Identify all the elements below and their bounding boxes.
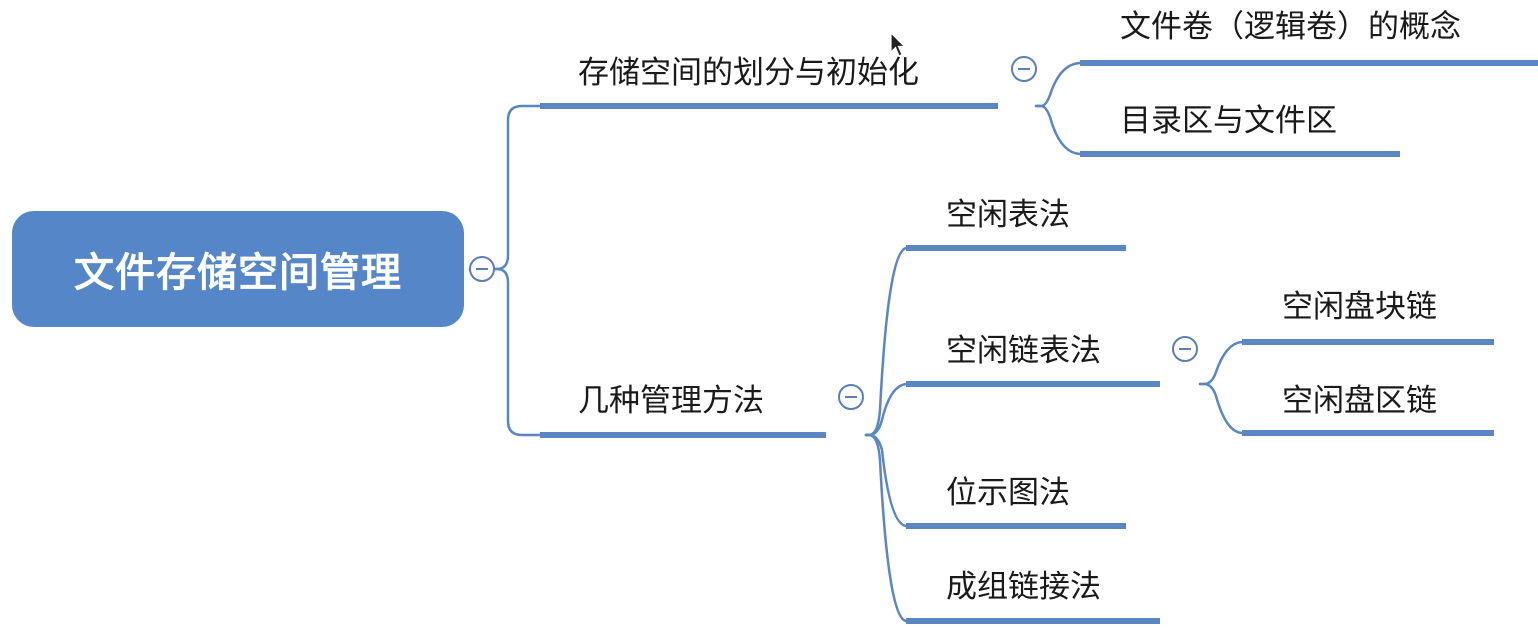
node-free-block-chain-underline — [1242, 339, 1494, 345]
root-node[interactable]: 文件存储空间管理 — [12, 211, 464, 327]
node-dir-file-area-label[interactable]: 目录区与文件区 — [1120, 103, 1337, 139]
node-group-link-underline — [906, 618, 1160, 624]
node-bitmap-label[interactable]: 位示图法 — [946, 475, 1070, 511]
connector-root-to-methods — [468, 267, 542, 437]
root-label: 文件存储空间管理 — [74, 250, 402, 296]
collapse-partition-icon[interactable] — [1011, 56, 1037, 82]
node-volume-label[interactable]: 文件卷（逻辑卷）的概念 — [1120, 9, 1461, 45]
node-dir-file-area-underline — [1080, 151, 1400, 157]
connector-methods-to-group — [864, 433, 908, 623]
mouse-cursor-icon — [890, 32, 906, 57]
collapse-root-icon[interactable] — [469, 256, 495, 282]
node-free-area-chain-underline — [1242, 430, 1494, 436]
node-group-link-label[interactable]: 成组链接法 — [946, 569, 1101, 605]
connector-root-to-partition — [468, 104, 542, 271]
collapse-methods-icon[interactable] — [838, 384, 864, 410]
node-free-list-underline — [906, 381, 1160, 387]
node-free-block-chain-label[interactable]: 空闲盘块链 — [1282, 289, 1437, 325]
node-volume-underline — [1080, 60, 1538, 66]
connector-list-to-areachain — [1198, 382, 1244, 435]
connector-methods-to-bitmap — [864, 433, 908, 528]
branch-methods-label[interactable]: 几种管理方法 — [578, 383, 764, 419]
branch-partition-underline — [540, 103, 998, 109]
node-bitmap-underline — [906, 523, 1126, 529]
branch-partition-label[interactable]: 存储空间的划分与初始化 — [578, 55, 919, 91]
branch-methods-underline — [540, 432, 826, 438]
node-free-table-label[interactable]: 空闲表法 — [946, 197, 1070, 233]
node-free-list-label[interactable]: 空闲链表法 — [946, 333, 1101, 369]
connector-partition-to-dir — [1034, 104, 1082, 156]
node-free-table-underline — [906, 245, 1126, 251]
connector-partition-to-volume — [1034, 61, 1082, 108]
connector-list-to-blockchain — [1198, 340, 1244, 386]
connector-methods-to-list — [864, 382, 908, 437]
collapse-free-list-icon[interactable] — [1172, 336, 1198, 362]
node-free-area-chain-label[interactable]: 空闲盘区链 — [1282, 383, 1437, 419]
